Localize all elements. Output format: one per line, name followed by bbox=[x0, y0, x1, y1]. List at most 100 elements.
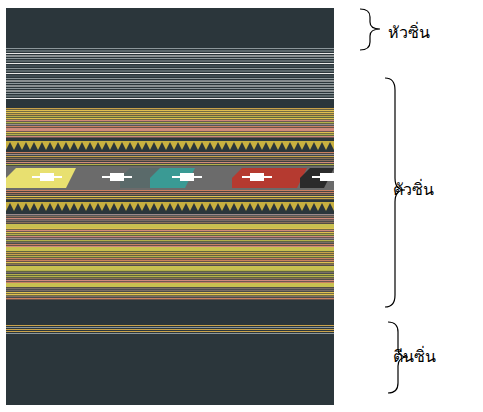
stripe bbox=[6, 294, 334, 295]
stripe bbox=[6, 134, 334, 135]
stripe bbox=[6, 256, 334, 257]
motif bbox=[270, 142, 278, 150]
stripe bbox=[6, 329, 334, 330]
stripe bbox=[6, 96, 334, 97]
motif bbox=[206, 203, 214, 211]
motif bbox=[310, 203, 318, 211]
motif bbox=[198, 203, 206, 211]
stripe bbox=[6, 120, 334, 121]
braces bbox=[360, 9, 408, 393]
stripe bbox=[6, 128, 334, 131]
motif bbox=[222, 142, 230, 150]
stripe bbox=[6, 53, 334, 54]
motif bbox=[310, 142, 318, 150]
motif bbox=[270, 203, 278, 211]
section-label: ตัวซิ่น bbox=[393, 180, 434, 199]
motif bbox=[214, 142, 222, 150]
motif bbox=[262, 203, 270, 211]
stripe bbox=[180, 173, 194, 181]
stripe bbox=[6, 283, 334, 287]
stripe bbox=[110, 173, 124, 181]
stripe bbox=[6, 160, 334, 161]
stripe bbox=[6, 224, 334, 228]
section-label: ตีนซิ่น bbox=[393, 347, 436, 366]
motif bbox=[214, 203, 222, 211]
motif bbox=[46, 142, 54, 150]
stripe bbox=[6, 108, 334, 109]
stripe bbox=[6, 136, 334, 137]
stripe bbox=[6, 290, 334, 291]
stripe bbox=[6, 122, 334, 123]
motif bbox=[300, 168, 334, 188]
stripe bbox=[6, 247, 334, 251]
motif bbox=[86, 203, 94, 211]
stripe bbox=[6, 88, 334, 89]
stripe bbox=[6, 331, 334, 332]
stripe bbox=[6, 325, 334, 326]
stripe bbox=[6, 333, 334, 334]
stripe bbox=[6, 240, 334, 241]
motif bbox=[182, 203, 190, 211]
motif bbox=[150, 203, 158, 211]
stripe bbox=[6, 166, 334, 190]
stripe bbox=[6, 132, 334, 133]
stripe bbox=[6, 252, 334, 253]
motif bbox=[278, 142, 286, 150]
motif bbox=[118, 203, 126, 211]
stripe bbox=[6, 158, 334, 159]
motif bbox=[278, 203, 286, 211]
stripe bbox=[6, 272, 334, 273]
motif bbox=[286, 203, 294, 211]
motif bbox=[246, 203, 254, 211]
stripe bbox=[6, 78, 334, 79]
stripe bbox=[6, 254, 334, 255]
stripe bbox=[6, 201, 334, 202]
motif bbox=[326, 142, 334, 150]
stripe bbox=[6, 196, 334, 197]
stripe bbox=[6, 154, 334, 155]
stripe bbox=[6, 296, 334, 297]
brace bbox=[360, 9, 380, 50]
stripe bbox=[6, 86, 334, 87]
motif bbox=[118, 142, 126, 150]
motif bbox=[102, 203, 110, 211]
stripe bbox=[6, 164, 334, 165]
stripe bbox=[6, 83, 334, 84]
motif bbox=[38, 203, 46, 211]
stripe bbox=[54, 176, 62, 178]
stripe bbox=[6, 262, 334, 263]
motif bbox=[238, 203, 246, 211]
motif bbox=[46, 203, 54, 211]
motif bbox=[126, 142, 134, 150]
motif bbox=[230, 203, 238, 211]
stripe bbox=[242, 176, 250, 178]
stripe bbox=[6, 276, 334, 277]
motif bbox=[254, 142, 262, 150]
section-label: หัวซิ่น bbox=[388, 23, 430, 42]
motif bbox=[254, 203, 262, 211]
motif bbox=[206, 142, 214, 150]
stripe bbox=[6, 260, 334, 261]
motif bbox=[70, 203, 78, 211]
stripe bbox=[6, 98, 334, 99]
stripe bbox=[6, 264, 334, 265]
stripe bbox=[6, 190, 334, 191]
stripe bbox=[6, 198, 334, 199]
motif bbox=[86, 142, 94, 150]
stripe bbox=[194, 176, 202, 178]
fabric bbox=[6, 8, 342, 405]
motif bbox=[222, 203, 230, 211]
motif bbox=[94, 203, 102, 211]
motif bbox=[70, 142, 78, 150]
stripe bbox=[6, 156, 334, 157]
stripe bbox=[6, 91, 334, 92]
stripe bbox=[6, 48, 334, 49]
motif bbox=[38, 142, 46, 150]
stripe bbox=[6, 234, 334, 235]
stripe bbox=[6, 58, 334, 59]
motif bbox=[166, 203, 174, 211]
stripe bbox=[6, 162, 334, 163]
motif bbox=[54, 142, 62, 150]
stripe bbox=[250, 173, 264, 181]
